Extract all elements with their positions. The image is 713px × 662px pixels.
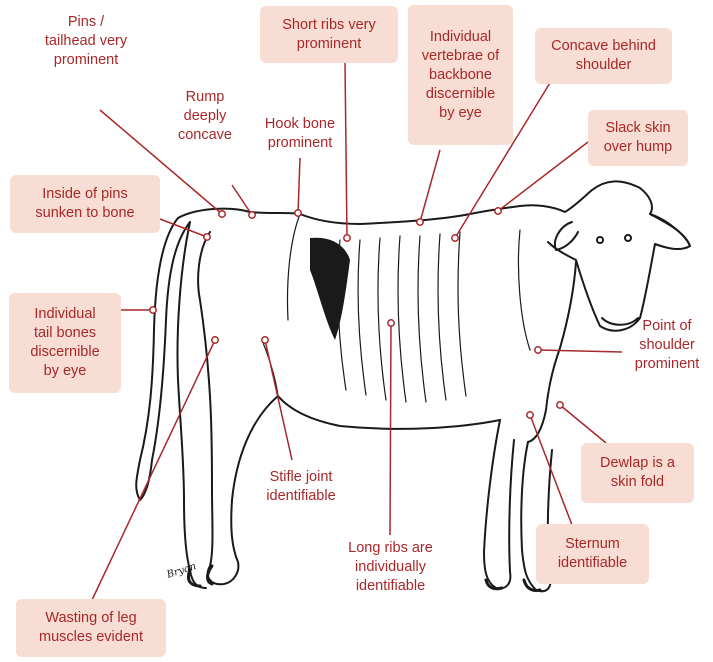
anchor-dot	[262, 337, 268, 343]
anchor-dot	[219, 211, 225, 217]
label-hook-bone: Hook bone prominent	[250, 115, 350, 153]
anchor-dot	[150, 307, 156, 313]
cow-shoulder-line	[518, 230, 530, 350]
cow-eye-left	[597, 237, 603, 243]
label-concave-shoulder: Concave behind shoulder	[535, 28, 672, 84]
cow-hip-line	[288, 214, 301, 320]
cow-rib	[358, 240, 366, 395]
anchor-dot	[212, 337, 218, 343]
cow-hind-leg-far	[178, 222, 207, 588]
anchor-dot	[535, 347, 541, 353]
label-leg-muscles: Wasting of leg muscles evident	[16, 599, 166, 657]
anchor-dot	[527, 412, 533, 418]
label-long-ribs: Long ribs are individually identifiable	[333, 539, 448, 596]
leader-line-slack-skin	[498, 142, 588, 211]
anchor-dot	[495, 208, 501, 214]
cow-rib	[458, 232, 466, 396]
cow-rib	[398, 236, 406, 402]
anchor-dot	[388, 320, 394, 326]
leader-line-vertebrae	[420, 150, 440, 222]
leader-line-sternum	[530, 415, 572, 525]
leader-line-long-ribs	[390, 323, 391, 535]
cow-rib	[418, 236, 426, 402]
leader-line-hook-bone	[298, 158, 300, 213]
leader-line-stifle	[265, 340, 292, 460]
label-stifle: Stifle joint identifiable	[246, 468, 356, 506]
leader-line-point-shoulder	[538, 350, 622, 352]
cow-rib	[378, 238, 386, 400]
label-pins-tailhead: Pins / tailhead very prominent	[16, 13, 156, 70]
label-inside-pins: Inside of pins sunken to bone	[10, 175, 160, 233]
leader-line-dewlap	[560, 405, 606, 443]
anchor-dot	[295, 210, 301, 216]
anchor-dot	[557, 402, 563, 408]
anchor-dot	[249, 212, 255, 218]
cow-rib	[438, 234, 446, 400]
label-dewlap: Dewlap is a skin fold	[581, 443, 694, 503]
label-sternum: Sternum identifiable	[536, 524, 649, 584]
anchor-points	[150, 208, 563, 418]
label-short-ribs: Short ribs very prominent	[260, 6, 398, 63]
anchor-dot	[452, 235, 458, 241]
label-rump-concave: Rump deeply concave	[165, 88, 245, 145]
cow-hump-neck	[520, 190, 592, 212]
cow-rear-outline	[198, 232, 210, 300]
cow-eye-right	[625, 235, 631, 241]
label-vertebrae: Individual vertebrae of backbone discern…	[408, 5, 513, 145]
label-point-shoulder: Point of shoulder prominent	[623, 317, 711, 374]
label-slack-skin: Slack skin over hump	[588, 110, 688, 166]
cow-ear-right	[650, 214, 690, 246]
anchor-dot	[344, 235, 350, 241]
cow-hip-hollow	[310, 238, 350, 340]
cow-ear-left	[555, 222, 578, 250]
cow-front-leg-far	[484, 420, 514, 588]
anchor-dot	[204, 234, 210, 240]
cow-belly	[278, 396, 500, 429]
anchor-dot	[417, 219, 423, 225]
label-tail-bones: Individual tail bones discernible by eye	[9, 293, 121, 393]
